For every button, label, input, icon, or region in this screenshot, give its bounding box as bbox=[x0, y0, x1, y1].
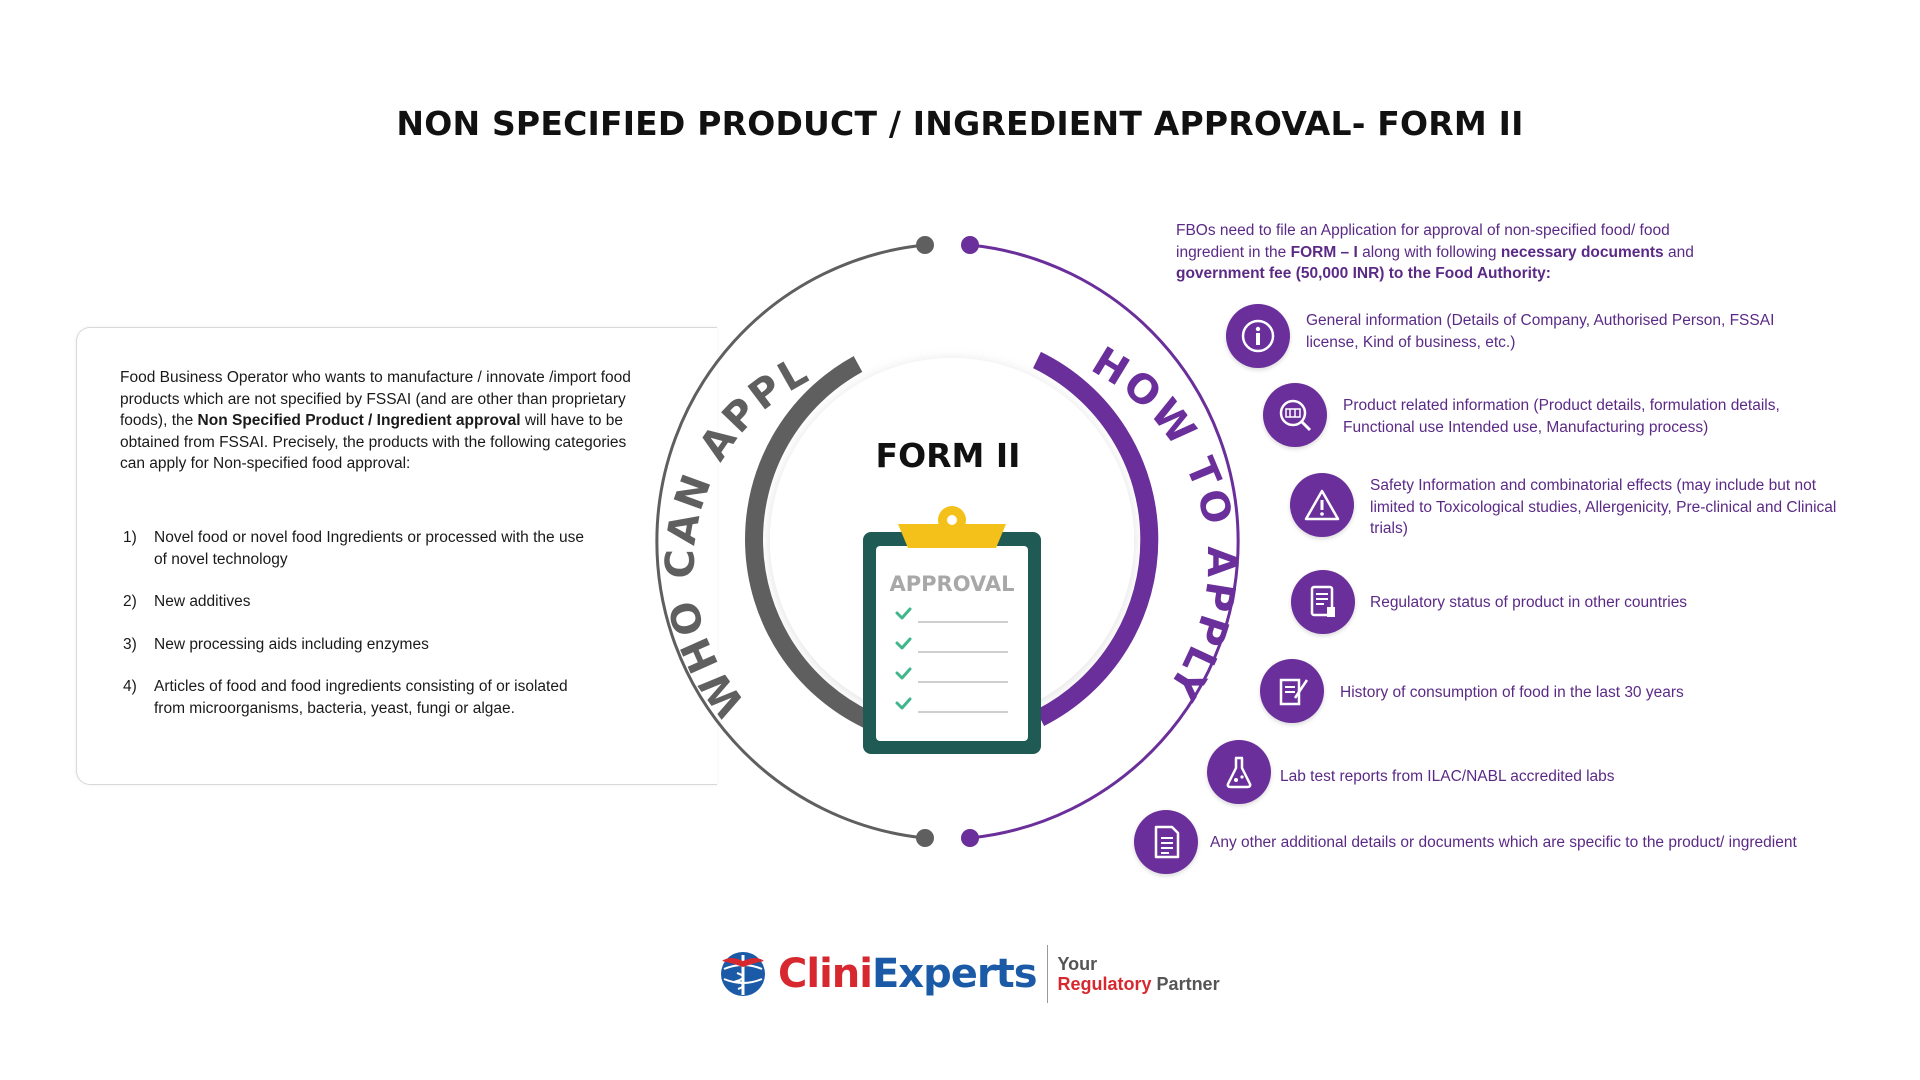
inner-arc-left bbox=[745, 356, 872, 729]
logo-divider bbox=[1046, 945, 1048, 1003]
list-item: 2) New additives bbox=[120, 591, 600, 613]
outer-arc-left bbox=[655, 243, 926, 840]
document-item-text: Regulatory status of product in other co… bbox=[1370, 594, 1688, 611]
outer-arc-right bbox=[969, 243, 1240, 840]
history-document-icon bbox=[1260, 659, 1324, 723]
who-can-apply-label: WHO CAN APPLY bbox=[0, 0, 815, 725]
list-text: Articles of food and food ingredients co… bbox=[154, 678, 568, 717]
document-item-text: General information (Details of Company,… bbox=[1306, 312, 1775, 351]
government-fee-bold: government fee (50,000 INR) to the Food … bbox=[1176, 265, 1551, 282]
logo-name: CliniExperts bbox=[778, 951, 1038, 997]
list-number: 3) bbox=[123, 635, 137, 653]
list-item: 4) Articles of food and food ingredients … bbox=[120, 676, 600, 719]
page-title: NON SPECIFIED PRODUCT / INGREDIENT APPRO… bbox=[396, 104, 1524, 143]
lab-flask-icon bbox=[1207, 740, 1271, 804]
logo-tagline: Your Regulatory Partner bbox=[1058, 954, 1220, 994]
document-item-text: Any other additional details or document… bbox=[1210, 834, 1797, 851]
list-text: New additives bbox=[154, 593, 251, 610]
list-item: 3) New processing aids including enzymes bbox=[120, 634, 600, 656]
form-label: FORM II bbox=[876, 436, 1021, 475]
list-number: 4) bbox=[123, 678, 137, 695]
form-i-bold: FORM – I bbox=[1290, 243, 1358, 261]
document-icon bbox=[1134, 810, 1198, 874]
list-number: 1) bbox=[123, 529, 137, 546]
list-number: 2) bbox=[123, 593, 137, 610]
warning-icon bbox=[1290, 473, 1354, 537]
caduceus-globe-icon bbox=[721, 952, 765, 996]
inner-arc-right bbox=[1033, 351, 1159, 727]
product-search-icon bbox=[1263, 383, 1327, 447]
regulatory-document-icon bbox=[1291, 570, 1355, 634]
tagline-your: Your bbox=[1057, 954, 1098, 974]
arc-dot-top-left bbox=[916, 236, 934, 254]
list-text: New processing aids including enzymes bbox=[154, 635, 429, 653]
who-can-apply-intro: Food Business Operator who wants to manu… bbox=[120, 367, 640, 475]
arc-dot-bottom-right bbox=[961, 829, 979, 847]
intro-text-1: FBOs need to file an Application for app… bbox=[1176, 222, 1670, 261]
tagline-regulatory: Regulatory bbox=[1057, 974, 1152, 994]
logo-name-clini: Clini bbox=[778, 951, 873, 997]
intro-text-2: will have to be obtained from FSSAI. Pre… bbox=[120, 412, 627, 472]
cliniexperts-logo: CliniExperts Your Regulatory Partner bbox=[716, 944, 1220, 1004]
intro-text-3: and bbox=[1663, 243, 1694, 261]
category-list: 1) Novel food or novel food Ingredients o… bbox=[120, 527, 600, 740]
document-item-text: Lab test reports from ILAC/NABL accredit… bbox=[1280, 768, 1615, 785]
intro-text-bold: Non Specified Product / Ingredient appro… bbox=[197, 412, 521, 429]
tagline-partner: Partner bbox=[1151, 974, 1220, 994]
list-item: 1) Novel food or novel food Ingredients o… bbox=[120, 527, 600, 570]
logo-name-experts: Experts bbox=[871, 951, 1038, 997]
intro-text-2: along with following bbox=[1357, 243, 1501, 261]
document-item-text: Product related information (Product det… bbox=[1343, 397, 1780, 436]
clipboard-icon: APPROVAL bbox=[863, 506, 1041, 754]
arc-dot-bottom-left bbox=[916, 829, 934, 847]
how-to-apply-intro: FBOs need to file an Application for app… bbox=[1176, 220, 1736, 285]
document-item-text: History of consumption of food in the la… bbox=[1340, 684, 1684, 701]
info-icon bbox=[1226, 304, 1290, 368]
intro-text-1: Food Business Operator who wants to manu… bbox=[120, 369, 631, 429]
list-text: Novel food or novel food Ingredients or … bbox=[154, 529, 584, 568]
who-can-apply-panel bbox=[76, 327, 717, 785]
document-item-text: Safety Information and combinatorial eff… bbox=[1370, 477, 1837, 537]
clipboard-label: APPROVAL bbox=[890, 572, 1015, 596]
arc-dot-top-right bbox=[961, 236, 979, 254]
necessary-documents-bold: necessary documents bbox=[1500, 243, 1664, 261]
